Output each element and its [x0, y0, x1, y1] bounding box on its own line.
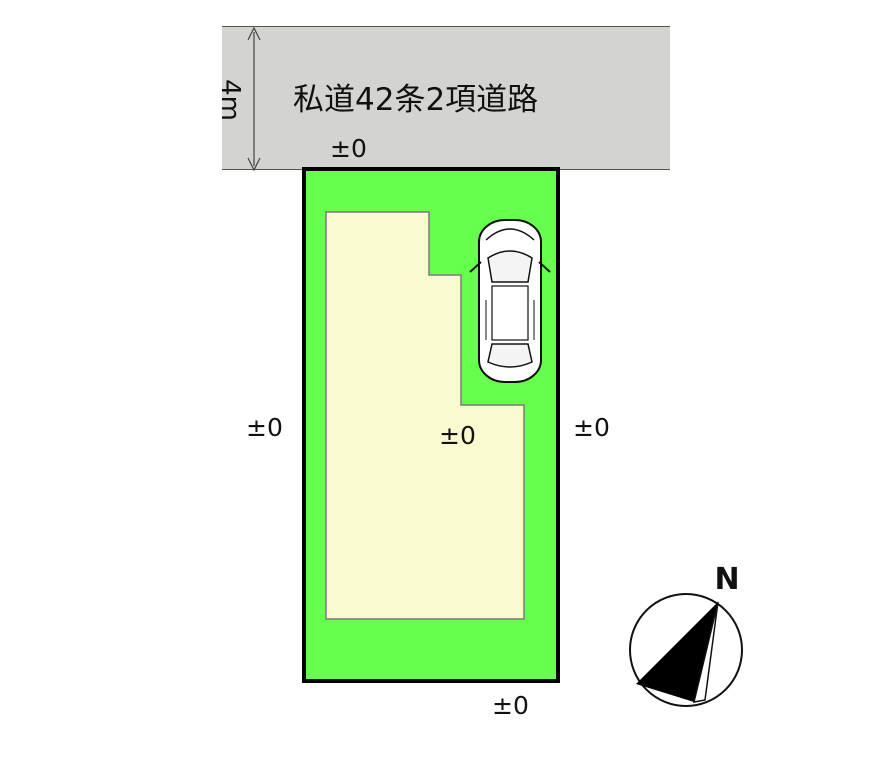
level-label-building: ±0	[439, 421, 476, 450]
north-compass: N	[629, 562, 743, 707]
level-label-east: ±0	[573, 413, 610, 442]
dimension-arrow-bottom	[247, 157, 261, 172]
compass-needle-light	[693, 601, 719, 703]
dimension-arrow-top	[247, 26, 261, 41]
level-label-west: ±0	[246, 413, 283, 442]
road-area	[222, 26, 670, 169]
road: 私道42条2項道路	[222, 26, 670, 170]
road-width-dimension: 4m	[215, 26, 261, 172]
compass-needle-dark	[636, 602, 718, 702]
level-label-south: ±0	[492, 691, 529, 720]
road-label: 私道42条2項道路	[293, 82, 538, 118]
compass-north-label: N	[714, 562, 739, 597]
road-width-label: 4m	[215, 79, 245, 121]
level-label-north: ±0	[330, 134, 367, 163]
building-footprint	[325, 211, 525, 620]
car-icon	[469, 219, 551, 383]
